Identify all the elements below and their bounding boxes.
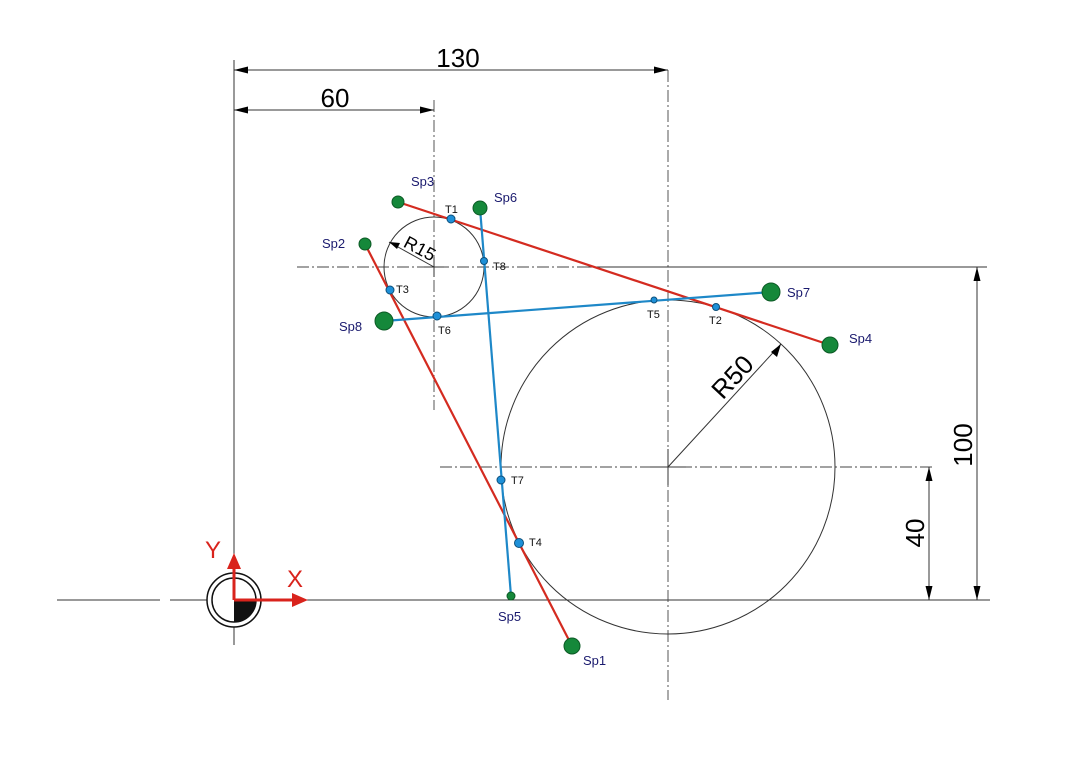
start-point-sp8 [374,311,394,331]
y-axis-label: Y [205,537,221,564]
radius-r15-label: R15 [401,232,440,265]
radius-r50-arrow [771,344,781,357]
start-point-sp4 [821,336,839,354]
dim-100-label: 100 [948,423,978,466]
tangent-point-t1 [446,214,456,224]
label-t8: T8 [493,261,506,273]
label-sp5: Sp5 [498,609,521,624]
start-point-sp7 [761,282,781,302]
dim-40-arrow-top [925,467,933,481]
tangent-point-t5 [650,296,658,304]
blue-line-sp6-sp5 [478,207,513,597]
label-t2: T2 [709,315,722,327]
label-sp4: Sp4 [849,331,872,346]
dim-130-arrow-right [654,66,668,74]
label-sp2: Sp2 [322,236,345,251]
tangent-point-t8 [480,257,488,265]
tangent-point-t4 [514,538,524,548]
tangent-point-t3 [385,285,395,295]
label-t3: T3 [396,284,409,296]
label-sp3: Sp3 [411,174,434,189]
label-t1: T1 [445,204,458,216]
red-line-sp3-sp4 [397,200,831,347]
label-t4: T4 [529,537,542,549]
start-point-sp1 [563,637,581,655]
label-t6: T6 [438,325,451,337]
radius-r15-arrow [389,242,400,249]
dim-60-arrow-right [420,106,434,114]
x-axis-label: X [287,566,303,593]
start-point-sp6 [472,200,488,216]
dim-100-arrow-bottom [973,586,981,600]
start-point-sp2 [358,237,372,251]
tangent-point-t7 [496,475,506,485]
dim-60-arrow-left [234,106,248,114]
dim-60-label: 60 [321,83,350,113]
radius-r50-label: R50 [705,349,759,404]
dim-40-arrow-bottom [925,586,933,600]
dim-100-arrow-top [973,267,981,281]
label-sp8: Sp8 [339,319,362,334]
dim-130-label: 130 [436,43,479,73]
dim-130-arrow-left [234,66,248,74]
tangent-point-t2 [712,303,720,311]
start-point-sp5 [506,591,516,601]
red-line-sp2-sp1 [364,243,573,647]
y-axis-arrowhead [227,553,241,569]
label-t5: T5 [647,309,660,321]
label-sp1: Sp1 [583,653,606,668]
label-t7: T7 [511,475,524,487]
label-sp7: Sp7 [787,285,810,300]
x-axis-arrowhead [292,593,308,607]
tangent-point-t6 [432,311,442,321]
radius-r50-line [667,343,782,468]
dim-40-label: 40 [900,519,930,548]
start-point-sp3 [391,195,405,209]
origin-filled-quadrant [234,600,256,622]
blue-line-sp8-sp7 [383,290,772,323]
label-sp6: Sp6 [494,190,517,205]
